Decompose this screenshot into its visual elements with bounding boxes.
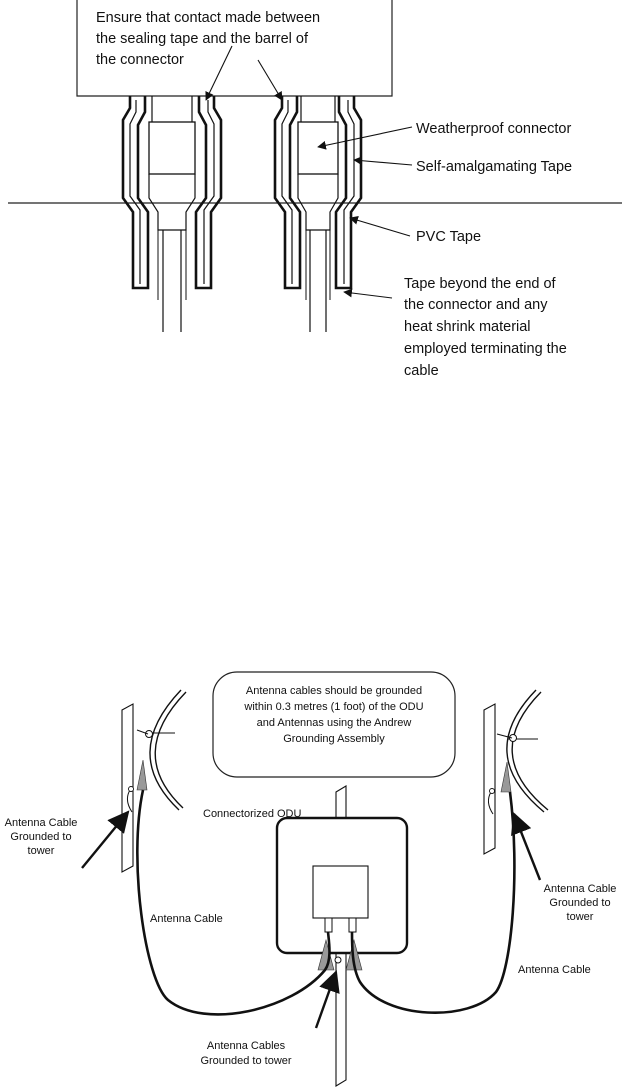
antenna-grounding-svg: Antenna cables should be grounded within… (5, 671, 617, 1087)
antenna-grounding-diagram: Antenna cables should be grounded within… (0, 670, 640, 1089)
label-weatherproof-connector: Weatherproof connector (416, 121, 571, 137)
note-line-2: the connector and any (404, 297, 548, 313)
antenna-cable-right (350, 791, 516, 1014)
right-antenna (483, 689, 549, 855)
right-connector-assembly (273, 96, 363, 332)
connector-weatherproofing-svg: Ensure that contact made between the sea… (8, 0, 622, 379)
grounding-callout-box (212, 671, 456, 778)
arrow-pvc (349, 216, 411, 237)
callout-box (76, 0, 393, 97)
grounding-callout-line-1: Antenna cables should be grounded (246, 685, 422, 697)
grounding-callout-line-4: Grounding Assembly (283, 733, 385, 745)
center-ground-label-1: Antenna Cables (207, 1040, 286, 1052)
arrow-tape (353, 156, 413, 166)
antenna-cable-left (136, 789, 331, 1016)
arrow-left-ground (81, 810, 130, 869)
callout-line-2: the sealing tape and the barrel of (96, 31, 309, 47)
label-self-amalgamating-tape: Self-amalgamating Tape (416, 159, 572, 175)
label-pvc-tape: PVC Tape (416, 229, 481, 245)
callout-line-1: Ensure that contact made between (96, 10, 320, 26)
left-ground-label-3: tower (28, 845, 55, 857)
note-line-4: employed terminating the (404, 341, 567, 357)
right-cable-label: Antenna Cable (518, 964, 591, 976)
note-line-1: Tape beyond the end of (404, 276, 557, 292)
right-ground-label-2: Grounded to (549, 897, 610, 909)
left-antenna (121, 689, 187, 873)
arrow-connector (317, 126, 413, 150)
left-cable-label: Antenna Cable (150, 913, 223, 925)
callout-arrow-right (257, 59, 283, 101)
left-ground-label-2: Grounded to (10, 831, 71, 843)
note-line-3: heat shrink material (404, 319, 531, 335)
odu-unit (275, 816, 409, 971)
left-ground-label-1: Antenna Cable (5, 817, 78, 829)
right-ground-label-3: tower (567, 911, 594, 923)
left-connector-assembly (121, 96, 223, 332)
note-line-5: cable (404, 363, 439, 379)
callout-line-3: the connector (96, 52, 184, 68)
right-ground-label-1: Antenna Cable (544, 883, 617, 895)
arrow-tape-beyond (343, 288, 393, 299)
grounding-callout-line-3: and Antennas using the Andrew (257, 717, 412, 729)
arrow-right-ground (511, 811, 542, 881)
connector-weatherproofing-diagram: Ensure that contact made between the sea… (0, 0, 640, 395)
grounding-callout-line-2: within 0.3 metres (1 foot) of the ODU (243, 701, 423, 713)
odu-label: Connectorized ODU (203, 808, 301, 820)
callout-arrow-left (205, 45, 233, 101)
center-ground-label-2: Grounded to tower (200, 1055, 291, 1067)
arrow-center-ground (314, 969, 340, 1029)
